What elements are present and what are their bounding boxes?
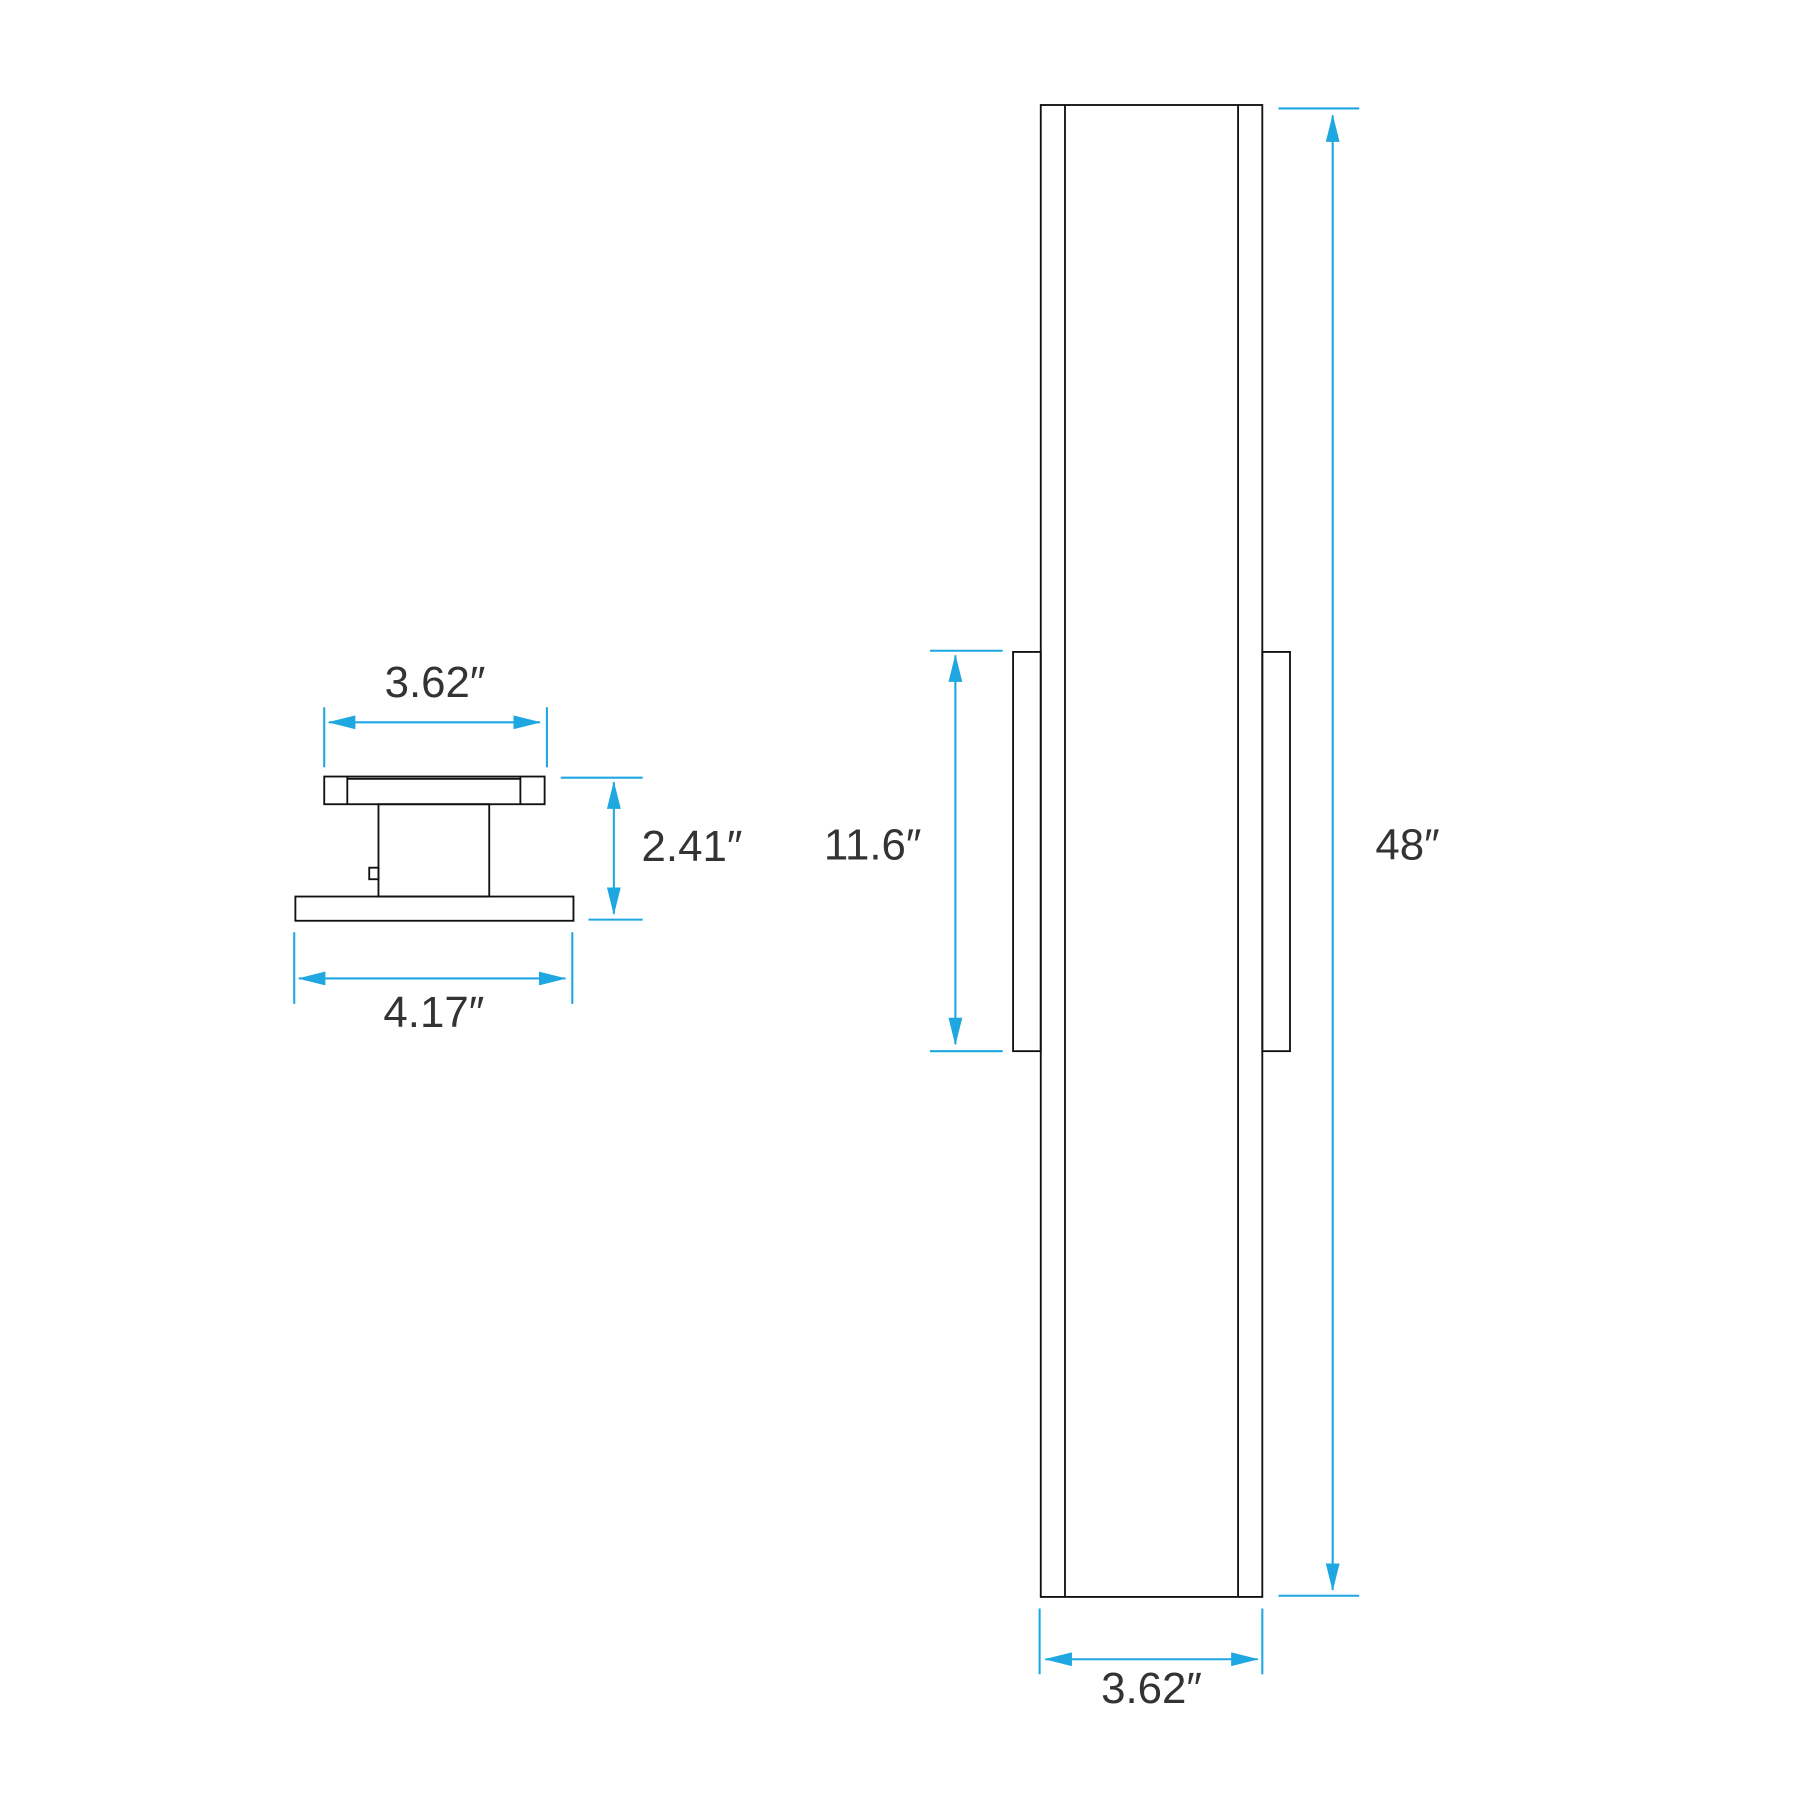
backplate-left — [1012, 650, 1042, 1053]
backplate-right — [1261, 650, 1291, 1053]
side-view: 3.62″ 2.41″ 4.17″ — [293, 658, 743, 1037]
arm — [377, 803, 491, 898]
label-backplate-width: 4.17″ — [383, 988, 484, 1037]
lamp-head — [323, 775, 546, 806]
set-screw — [368, 866, 380, 881]
label-backplate-height: 11.6″ — [824, 821, 922, 870]
fixture-body — [1039, 104, 1264, 1598]
label-overall-height: 48″ — [1375, 821, 1439, 870]
label-front-width: 3.62″ — [1101, 1664, 1202, 1713]
label-depth: 2.41″ — [642, 822, 743, 871]
front-view: 11.6″ 48″ 3.62″ — [824, 104, 1440, 1713]
label-top-width: 3.62″ — [385, 658, 486, 707]
backplate — [294, 895, 575, 922]
